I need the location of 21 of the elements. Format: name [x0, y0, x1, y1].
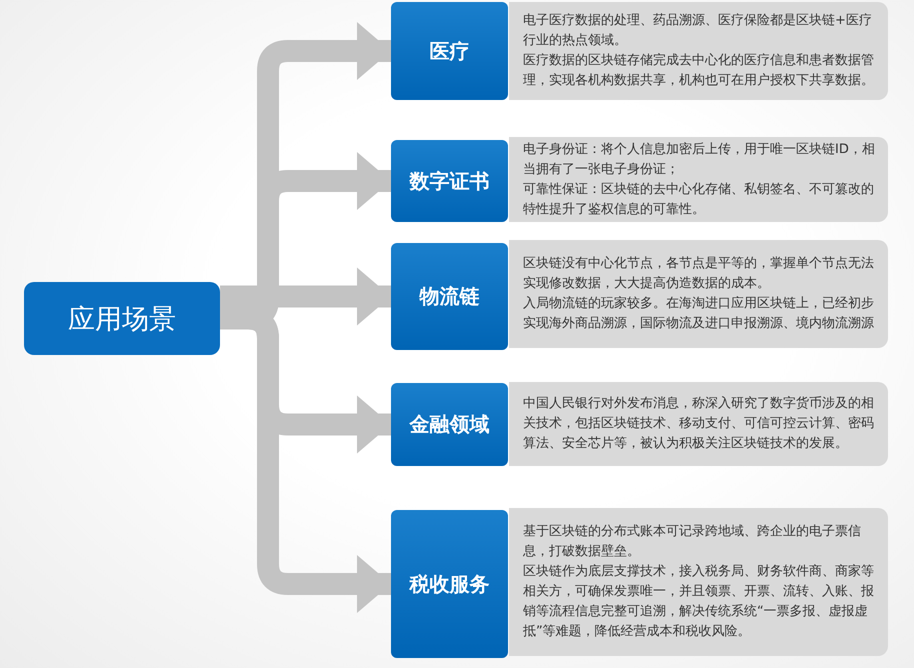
description-text: 基于区块链的分布式账本可记录跨地域、跨企业的电子票信息，打破数据壁垒。	[523, 523, 862, 561]
description-text: 区块链作为底层支撑技术，接入税务局、财务软件商、商家等相关方，可确保发票唯一，并且领票、开票、流转、入账、报销等流程信息完整可追溯，解决传统系统“一票多报、虚报虚抵”等难题，降低经营成本和税收风险。	[523, 563, 875, 641]
description-text: 区块链没有中心化节点，各节点是平等的，掌握单个节点无法实现修改数据，大大提高伪造数据的成本。	[523, 255, 875, 293]
category-box: 物流链	[391, 243, 508, 350]
description-panel	[509, 508, 888, 656]
category-box: 税收服务	[391, 510, 508, 658]
arrow	[220, 268, 391, 326]
category-box: 数字证书	[391, 140, 508, 222]
description-panel	[509, 137, 888, 222]
description-panel	[509, 2, 888, 100]
description-panel	[509, 240, 888, 348]
description-text: 医疗数据的区块链存储完成去中心化的医疗信息和患者数据管理，实现各机构数据共享，机构也可在用户授权下共享数据。	[523, 52, 875, 90]
category-box: 金融领域	[391, 383, 508, 466]
description-text: 入局物流链的玩家较多。在海淘进口应用区块链上，已经初步实现海外商品溯源，国际物流及进口申报溯源、境内物流溯源	[523, 295, 875, 333]
category-box: 医疗	[391, 2, 508, 100]
description-text: 中国人民银行对外发布消息，称深入研究了数字货币涉及的相关技术，包括区块链技术、移动支付、可信可控云计算、密码算法、安全芯片等，被认为积极关注区块链技术的发展。	[523, 395, 875, 453]
description-text: 可靠性保证：区块链的去中心化存储、私钥签名、不可篡改的特性提升了鉴权信息的可靠性。	[523, 180, 875, 218]
description-text: 电子身份证：将个人信息加密后上传，用于唯一区块链ID，相当拥有了一张电子身份证；	[523, 140, 876, 178]
description-text: 电子医疗数据的处理、药品溯源、医疗保险都是区块链+医疗行业的热点领域。	[523, 12, 873, 50]
description-panel	[509, 382, 888, 466]
topic-box: 应用场景	[24, 282, 220, 355]
